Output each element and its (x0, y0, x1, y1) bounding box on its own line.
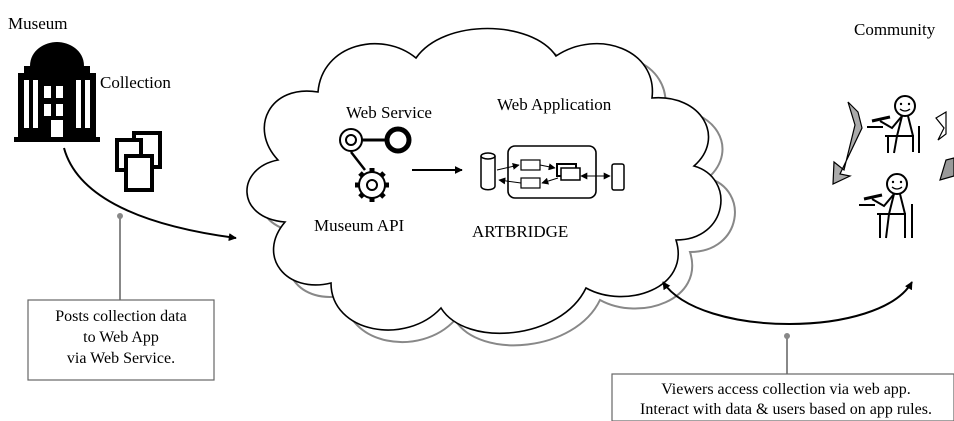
connector-dot (784, 333, 790, 339)
museum-building-icon (14, 42, 100, 142)
connector-dot (117, 213, 123, 219)
viewers-two-way-arrow (662, 281, 913, 325)
posts-note-box (27, 299, 215, 381)
app-components-icon (496, 145, 625, 199)
service-endpoint-icon (339, 126, 412, 154)
database-icon (480, 152, 496, 191)
posts-note-line: Posts collection data (55, 308, 187, 325)
web-service-label: Web Service (346, 103, 432, 122)
cycle-arrow-icon (935, 110, 954, 181)
web-application-label: Web Application (497, 95, 612, 114)
viewers-note-line: Interact with data & users based on app … (640, 401, 932, 418)
api-connector (350, 151, 366, 171)
collection-label: Collection (100, 73, 171, 92)
community-label: Community (854, 20, 936, 39)
posts-note-line: to Web App (83, 329, 159, 346)
museum-label: Museum (8, 14, 68, 33)
cycle-arrow-icon (832, 101, 863, 185)
posts-note-line: via Web Service. (67, 350, 175, 367)
person-at-laptop-icon (859, 173, 913, 239)
artbridge-label: ARTBRIDGE (472, 222, 568, 241)
viewers-note-line: Viewers access collection via web app. (661, 381, 911, 398)
person-at-laptop-icon (867, 95, 920, 154)
gear-icon (355, 168, 389, 202)
collection-frames-icon (115, 131, 162, 192)
viewers-note-box (611, 373, 954, 421)
museum-to-cloud-arrow (63, 147, 237, 242)
museum-api-label: Museum API (314, 216, 405, 235)
